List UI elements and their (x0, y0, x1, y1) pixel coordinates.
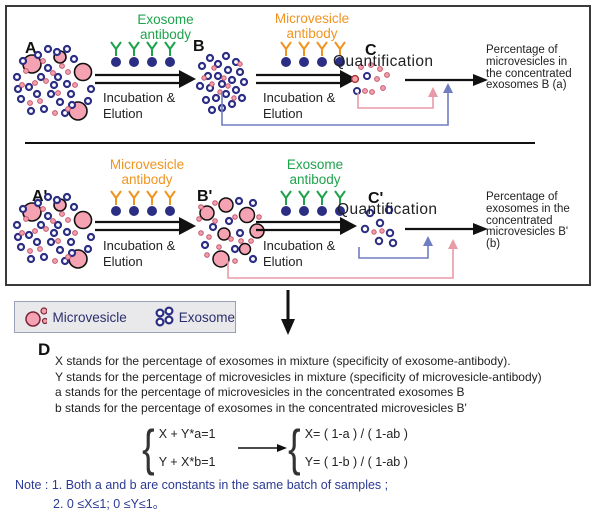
eluted-b-cluster (195, 51, 249, 115)
equation-left-2: Y + X*b=1 (158, 455, 216, 469)
exosome-antibody-icons-row1 (110, 41, 176, 67)
note-line-1: Note : 1. Both a and b are constants in … (15, 478, 389, 492)
workflow-panel: A Exosome antibody Incubation & Elution … (5, 5, 591, 286)
exosome-legend-label: Exosome (178, 309, 235, 325)
incubation-label-row1-left: Incubation & Elution (103, 90, 176, 121)
stage-label-a: A (25, 40, 37, 57)
microvesicle-antibody-icons-row2 (110, 190, 176, 216)
process-arrow-row1-right (256, 70, 357, 88)
result-text-row1: Percentage of microvesicles in the conce… (486, 44, 572, 92)
stage-label-b: B (193, 38, 205, 55)
definition-y: Y stands for the percentage of microvesi… (55, 369, 542, 384)
process-arrow-row1-left (95, 70, 196, 88)
stage-label-c-prime: C' (368, 190, 384, 207)
quantification-arrow-row2 (405, 223, 488, 235)
incubation-label-row1-right: Incubation & Elution (263, 90, 336, 121)
definition-a: a stands for the percentage of microvesi… (55, 385, 465, 399)
equation-right-1: X= ( 1-a ) / ( 1-ab ) (304, 427, 408, 441)
incubation-label-row2-left: Incubation & Elution (103, 238, 176, 269)
exosome-legend-icon (155, 306, 174, 327)
eluted-c-prime-cluster (360, 205, 398, 248)
row-separator-line (25, 142, 535, 144)
process-arrow-row2-left (95, 217, 196, 235)
equation-right-2: Y= ( 1-b ) / ( 1-ab ) (304, 455, 408, 469)
microvesicle-antibody-label-row1: Microvesicle antibody (274, 11, 350, 41)
microvesicle-legend-label: Microvesicle (52, 309, 127, 325)
section-d-label: D (38, 340, 51, 359)
implies-arrow (238, 444, 287, 452)
quantification-label-row1: Quantification (333, 53, 434, 70)
stage-label-b-prime: B' (197, 188, 213, 205)
quantification-arrow-row1 (405, 74, 488, 86)
right-brace: { (288, 420, 301, 476)
exosome-antibody-icons-row2 (280, 190, 346, 216)
definition-b: b stands for the percentage of exosomes … (55, 400, 467, 415)
mixture-a-cluster (12, 44, 96, 121)
process-arrow-row2-right (256, 217, 357, 235)
legend-box: Microvesicle Exosome (14, 301, 236, 333)
exosome-antibody-label-row2: Exosome antibody (286, 157, 344, 187)
exosome-antibody-label-row1: Exosome antibody (137, 12, 194, 42)
equation-system-left: { X + Y*a=1 Y + X*b=1 (140, 423, 215, 473)
microvesicle-antibody-label-row2: Microvesicle antibody (109, 157, 185, 187)
quantification-label-row2: Quantification (337, 201, 438, 218)
stage-label-c: C (365, 42, 377, 59)
down-arrow (281, 290, 295, 335)
equation-system-right: { X= ( 1-a ) / ( 1-ab ) Y= ( 1-b ) / ( 1… (286, 423, 408, 473)
microvesicle-legend-icon (25, 307, 48, 327)
note-line-2: 2. 0 ≤X≤1; 0 ≤Y≤1。 (53, 497, 166, 511)
result-text-row2: Percentage of exosomes in the concentrat… (486, 191, 570, 251)
definition-x: X stands for the percentage of exosomes … (55, 354, 511, 368)
equation-left-1: X + Y*a=1 (158, 427, 216, 441)
mixture-a-prime-cluster (12, 192, 96, 269)
incubation-label-row2-right: Incubation & Elution (263, 238, 336, 269)
section-d-definitions: X stands for the percentage of exosomes … (55, 354, 600, 416)
microvesicle-antibody-icons-row1 (280, 41, 346, 67)
left-brace: { (142, 420, 155, 476)
